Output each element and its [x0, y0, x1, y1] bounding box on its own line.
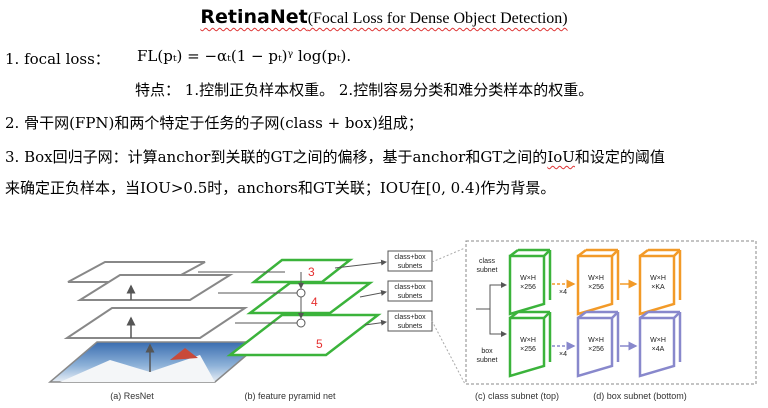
caption-a: (a) ResNet [110, 391, 154, 401]
svg-text:×KA: ×KA [651, 284, 665, 291]
svg-text:W×H: W×H [588, 275, 604, 282]
item3-line1: 3. Box回归子网：计算anchor到关联的GT之间的偏移，基于anchor和… [5, 146, 665, 167]
class-subnet-block-2: W×H ×256 [576, 248, 620, 316]
svg-text:×256: ×256 [588, 346, 604, 353]
resnet-input-image [47, 341, 265, 383]
features-prefix: 特点： [135, 81, 181, 99]
fpn-level-4 [246, 281, 374, 315]
svg-text:W×H: W×H [650, 275, 666, 282]
box-subnet-block-1: W×H ×256 [508, 310, 552, 378]
svg-text:W×H: W×H [650, 337, 666, 344]
resnet-level-2 [76, 274, 234, 301]
item1-label: 1. focal loss： [5, 50, 110, 68]
svg-text:subnets: subnets [398, 293, 423, 300]
svg-text:subnet: subnet [476, 357, 497, 364]
item3-line1-a: 3. Box回归子网：计算anchor到关联的GT之间的偏移，基于anchor和… [5, 148, 548, 166]
svg-text:×256: ×256 [520, 346, 536, 353]
item3-line2: 来确定正负样本，当IOU>0.5时，anchors和GT关联；IOU在[0, 0… [5, 179, 556, 197]
svg-text:class+box: class+box [394, 284, 426, 291]
svg-text:×4A: ×4A [652, 346, 665, 353]
class-subnet-block-3: W×H ×KA [638, 248, 682, 316]
svg-text:×4: ×4 [559, 289, 567, 296]
subnet-box-3: class+box subnets [387, 310, 433, 332]
resnet-backbone [47, 261, 265, 383]
svg-text:×4: ×4 [559, 351, 567, 358]
feature-pyramid: 3 4 5 class+box subnets class+box subnet… [198, 247, 466, 385]
svg-text:W×H: W×H [520, 337, 536, 344]
svg-text:box: box [481, 348, 493, 355]
svg-text:W×H: W×H [520, 275, 536, 282]
svg-text:×256: ×256 [520, 284, 536, 291]
item3-iou: IoU [547, 148, 575, 166]
caption-c: (c) class subnet (top) [475, 391, 559, 401]
svg-text:class+box: class+box [394, 314, 426, 321]
svg-text:subnets: subnets [398, 323, 423, 330]
svg-text:×256: ×256 [588, 284, 604, 291]
caption-b: (b) feature pyramid net [244, 391, 336, 401]
focal-loss-formula: FL(pₜ) = −αₜ(1 − pₜ)ᵞ log(pₜ). [137, 47, 352, 65]
title-main: RetinaNet [200, 6, 308, 28]
class-subnet-block-1: W×H ×256 [508, 248, 552, 316]
item2-text: 2. 骨干网(FPN)和两个特定于任务的子网(class + box)组成； [5, 114, 423, 132]
fpn-level-5-number: 5 [316, 337, 323, 351]
box-subnet-block-2: W×H ×256 [576, 310, 620, 378]
fpn-level-5 [226, 313, 382, 357]
svg-text:subnet: subnet [476, 267, 497, 274]
svg-text:W×H: W×H [588, 337, 604, 344]
resnet-level-3 [63, 307, 249, 339]
fpn-level-3 [250, 258, 354, 284]
title-sub: (Focal Loss for Dense Object Detection) [307, 10, 568, 27]
box-subnet-block-3: W×H ×4A [638, 310, 682, 378]
subnets-panel: class subnet box subnet W×H ×256 ×4 W×H … [465, 240, 757, 385]
features-text: 1.控制正负样本权重。 2.控制容易分类和难分类样本的权重。 [184, 81, 594, 99]
subnet-box-1: class+box subnets [387, 250, 433, 272]
item3-line1-b: 和设定的阈值 [574, 148, 665, 166]
document-title: RetinaNet(Focal Loss for Dense Object De… [0, 6, 768, 28]
fpn-level-3-number: 3 [308, 265, 315, 279]
svg-text:class: class [479, 258, 495, 265]
fpn-level-4-number: 4 [311, 295, 318, 309]
svg-text:subnets: subnets [398, 263, 423, 270]
caption-d: (d) box subnet (bottom) [593, 391, 687, 401]
svg-text:class+box: class+box [394, 254, 426, 261]
subnet-box-2: class+box subnets [387, 280, 433, 302]
item1-features: 特点： 1.控制正负样本权重。 2.控制容易分类和难分类样本的权重。 [135, 79, 593, 100]
